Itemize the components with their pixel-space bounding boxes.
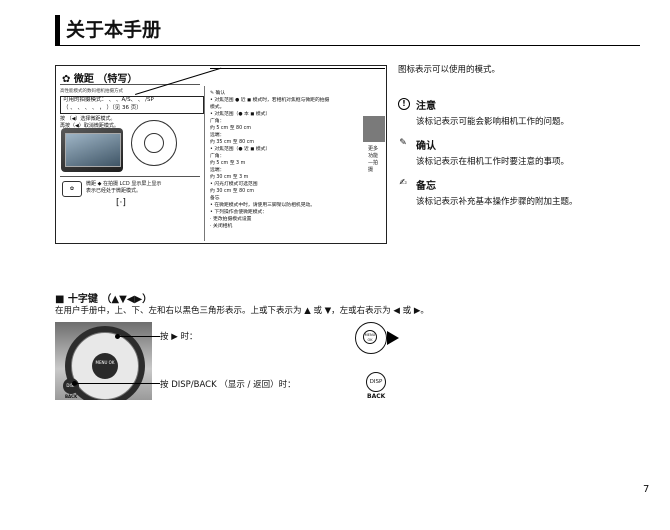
cross-key-heading: ■ 十字键 （▲▼◀▶）: [55, 294, 153, 305]
memo-heading-text: 确认: [215, 91, 226, 96]
right-col-line: 约 5 cm 至 80 cm: [210, 126, 251, 131]
callout-line: [210, 68, 385, 69]
manual-page-sample: ✿ 微距 （特写） 高性能模式的数码相机拍摄方式 可用的拍摄模式： 、 、A/S…: [55, 65, 387, 244]
macro-display-icon: ✿: [62, 181, 82, 197]
right-col-line: · 关闭相机: [210, 224, 233, 229]
manual-column-divider: [204, 86, 205, 241]
caution-title: 注意: [416, 101, 436, 112]
right-col-line: • 对焦范围（● 本 ◼ 模式）: [210, 112, 271, 117]
back-label: BACK: [65, 394, 78, 399]
menu-ok-symbol: MENU OK: [363, 330, 377, 344]
camera-dial-ring: MENU OK: [71, 332, 139, 400]
modes-line-1: 可用的拍摄模式： 、 、A/S、 、 /SP: [63, 97, 154, 103]
side-text-line: 微距 ◆ 在拍摄 LCD 显示屏上显示: [86, 181, 162, 187]
cross-key-symbol: MENU OK: [355, 322, 387, 354]
macro-flower-icon: ✿: [62, 74, 74, 85]
page-title: 关于本手册: [66, 19, 162, 41]
pointer-dot: [115, 334, 120, 339]
check-description: 该标记表示在相机工作时要注意的事项。: [416, 157, 570, 167]
manual-side-text: 微距 ◆ 在拍摄 LCD 显示屏上显示 表示已经处于微距模式。: [86, 181, 161, 195]
memo-heading: ✎ 确认: [210, 90, 360, 97]
pointer-dot: [72, 381, 77, 386]
manual-steps: 按 （◀）选择微距模式。 再按（◀）取消微距模式。: [60, 116, 119, 130]
memo-description: 该标记表示补充基本操作步骤的附加主题。: [416, 197, 578, 207]
memo-title: 备忘: [416, 181, 436, 192]
manual-sample-heading-text: 微距 （特写）: [73, 74, 138, 85]
right-col-line: 备忘: [210, 196, 220, 201]
cross-key-center: [144, 133, 164, 153]
page-number: 7: [643, 484, 650, 495]
check-pencil-icon: ✎: [210, 91, 216, 96]
memo-note-icon: ✍: [399, 178, 407, 188]
manual-step: 按 （◀）选择微距模式。: [60, 116, 116, 122]
right-col-line: • 在微距模式中时，请使用三脚架以防相机晃动。: [210, 203, 316, 208]
caution-icon: !: [398, 98, 410, 110]
right-col-line: 约 30 cm 至 3 m: [210, 175, 249, 180]
section-tab: [363, 116, 385, 142]
pointer-line: [118, 336, 160, 337]
side-text-line: 表示已经处于微距模式。: [86, 188, 142, 194]
right-col-line: 约 35 cm 至 80 cm: [210, 140, 255, 145]
right-col-line: 约 30 cm 至 80 cm: [210, 189, 255, 194]
back-symbol-label: BACK: [367, 393, 386, 400]
right-col-line: 广角：: [210, 119, 225, 124]
disp-button: DISP: [63, 378, 79, 394]
right-col-line: 广角：: [210, 154, 225, 159]
right-col-line: • 对焦范围 ● 近 ◼ 模式时，若相机对焦框与微距的拍摄: [210, 98, 330, 103]
right-col-line: 远端：: [210, 168, 225, 173]
press-disp-label: 按 DISP/BACK （显示 / 返回）时：: [160, 380, 296, 390]
section-tab-label: 更多功能—拍摄: [368, 146, 379, 173]
pointer-line: [75, 383, 160, 384]
right-col-line: • 闪光灯模式可选范围: [210, 182, 258, 187]
disp-button-symbol: DISP: [366, 372, 386, 392]
icon-legend-intro: 图标表示可以使用的模式。: [398, 65, 501, 75]
manual-small-line: 高性能模式的数码相机拍摄方式: [60, 89, 123, 94]
focus-frame-icon: [·]: [116, 198, 126, 208]
manual-heading-rule: [60, 84, 200, 85]
right-arrow-icon: [387, 331, 399, 345]
menu-ok-button: MENU OK: [92, 353, 118, 379]
right-col-line: 约 5 cm 至 3 m: [210, 161, 246, 166]
manual-divider: [60, 176, 200, 177]
check-title: 确认: [416, 141, 436, 152]
manual-right-column: ✎ 确认 • 对焦范围 ● 近 ◼ 模式时，若相机对焦框与微距的拍摄 模式。 •…: [210, 90, 360, 230]
cross-key-description: 在用户手册中，上、下、左和右以黑色三角形表示。上或下表示为 ▲ 或 ▼，左或右表…: [55, 306, 429, 316]
right-col-line: • 对焦范围（● 近 ◼ 模式）: [210, 147, 271, 152]
camera-back-photo: MENU OK DISP BACK: [55, 322, 152, 400]
right-col-line: 模式。: [210, 105, 225, 110]
title-accent-bar: [55, 15, 60, 45]
camera-screen: [65, 133, 121, 167]
caution-description: 该标记表示可能会影响相机工作的问题。: [416, 117, 570, 127]
title-divider: [55, 45, 640, 46]
camera-photo: [61, 128, 123, 172]
manual-sample-heading: ✿ 微距 （特写）: [62, 70, 137, 85]
available-modes-box: 可用的拍摄模式： 、 、A/S、 、 /SP （ 、 、 、 、 ， ）（见 3…: [60, 96, 204, 114]
modes-line-2: （ 、 、 、 、 ， ）（见 36 页）: [63, 104, 142, 111]
right-col-line: • 下列操作会使微距模式：: [210, 210, 268, 215]
right-col-line: · 更改拍摄模式设置: [210, 217, 252, 222]
press-right-label: 按 ▶ 时：: [160, 332, 198, 342]
cross-key-diagram: [131, 120, 177, 166]
manual-step: 再按（◀）取消微距模式。: [60, 123, 119, 129]
check-pencil-icon: ✎: [399, 138, 407, 148]
right-col-line: 远端：: [210, 133, 225, 138]
